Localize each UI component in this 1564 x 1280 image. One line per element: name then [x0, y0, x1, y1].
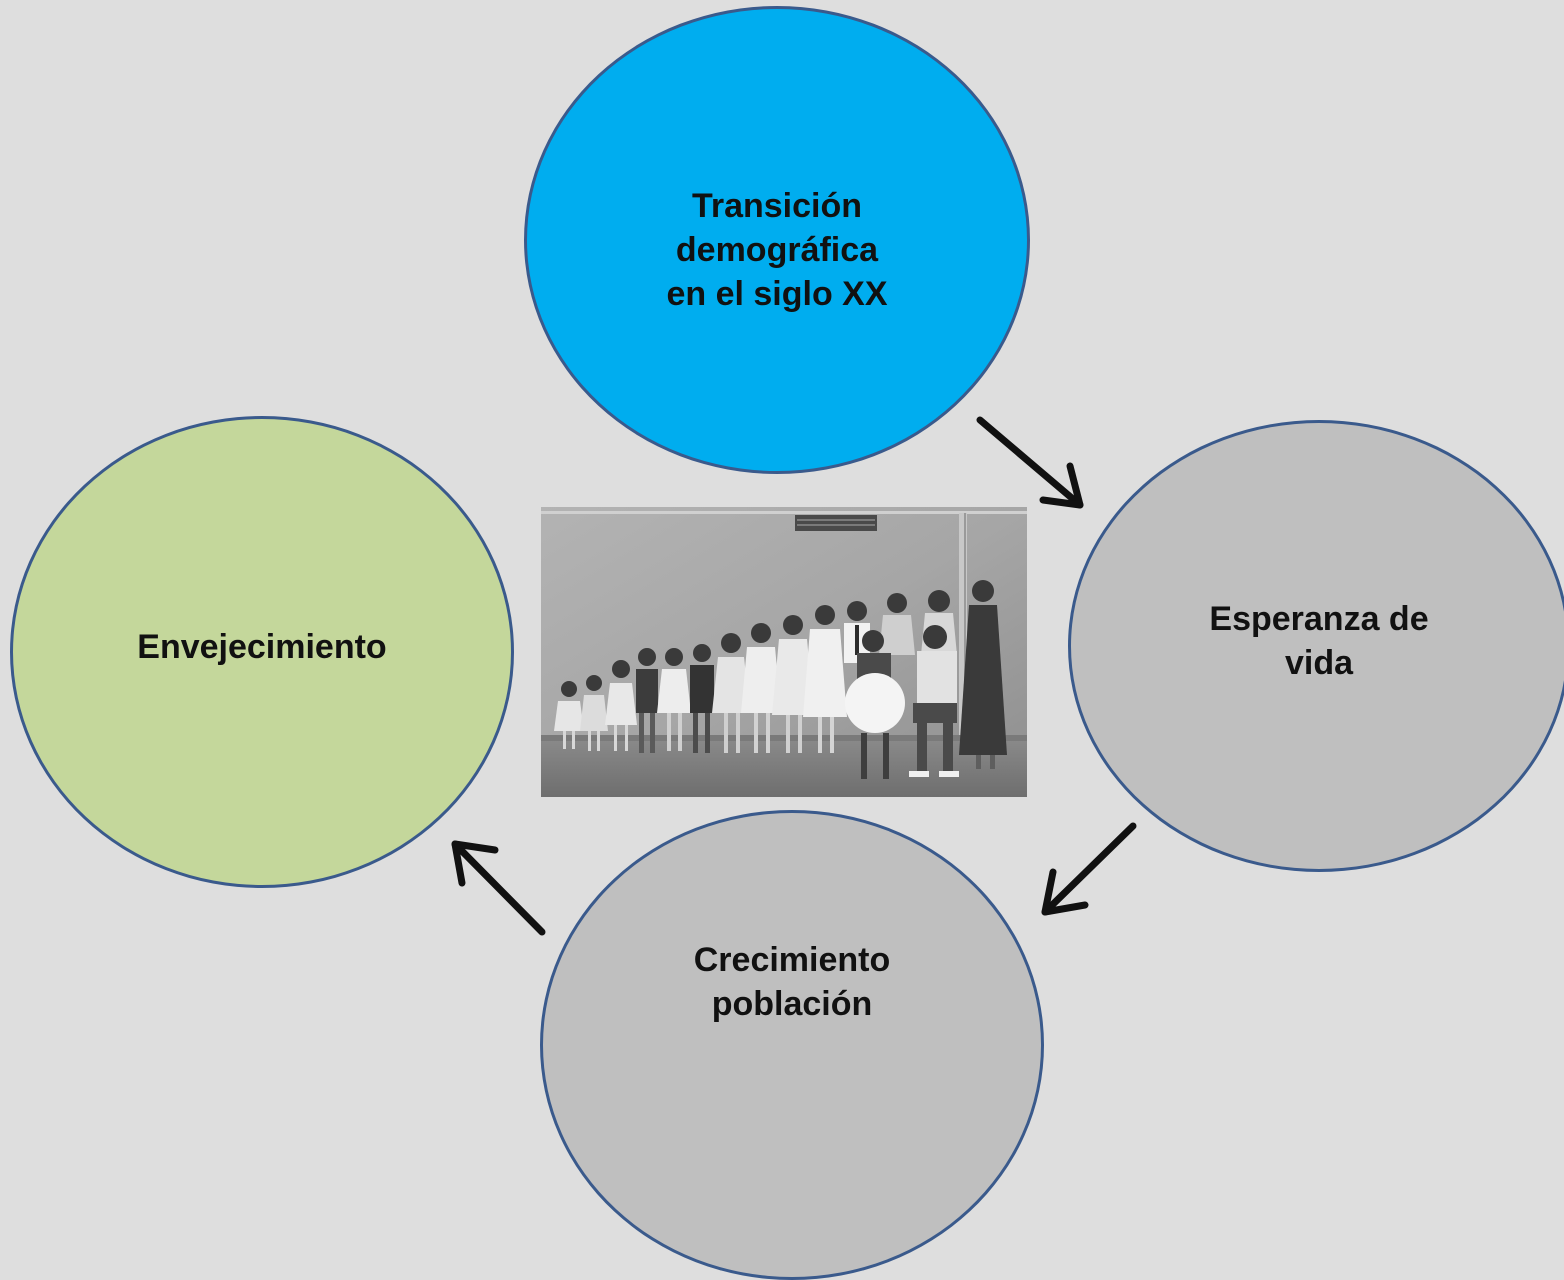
node-transicion-demografica: Transición demográfica en el siglo XX: [524, 6, 1030, 474]
node-envejecimiento: Envejecimiento: [10, 416, 514, 888]
node-esperanza-de-vida: Esperanza de vida: [1068, 420, 1564, 872]
node-envejecimiento-label: Envejecimiento: [137, 627, 387, 666]
arrow-crecimiento-to-envejecimiento: [451, 840, 546, 936]
node-crecimiento-label: Crecimiento población: [693, 940, 891, 1023]
node-esperanza-label: Esperanza de vida: [1209, 599, 1429, 682]
family-photo-icon: [541, 507, 1027, 797]
arrow-esperanza-to-crecimiento: [1041, 822, 1137, 916]
node-crecimiento-poblacion: Crecimiento población: [540, 810, 1044, 1280]
node-transicion-label: Transición demográfica en el siglo XX: [666, 186, 888, 314]
arrow-transicion-to-esperanza: [976, 416, 1084, 509]
